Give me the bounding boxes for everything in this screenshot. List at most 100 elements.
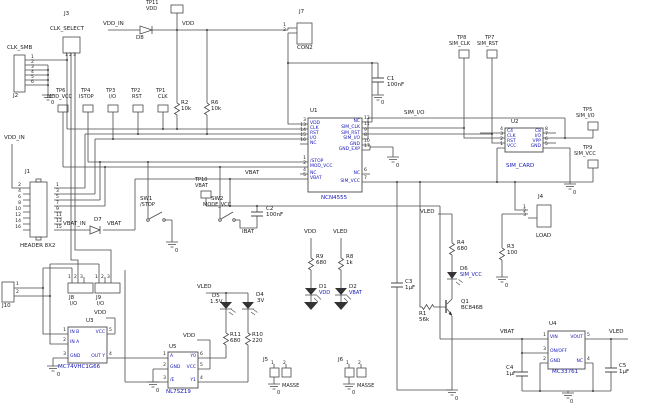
diode-symbol <box>89 25 154 235</box>
ground-label: 0 <box>455 396 459 402</box>
capacitor-symbol <box>251 77 617 377</box>
net-label: VBAT_IN <box>63 221 86 227</box>
ref-designator: U2 <box>511 119 519 125</box>
component-value: 1k <box>346 260 353 266</box>
component-value: 100nF <box>387 82 405 88</box>
ref-designator: J9 <box>96 295 102 301</box>
component-value: 56k <box>419 317 430 323</box>
pin-number: 11 <box>56 213 62 218</box>
pin-number: 17 <box>364 144 370 149</box>
pin-number: 1 <box>523 205 526 210</box>
pin-number: 2 <box>283 28 286 33</box>
testpoint-label: TP9 <box>583 145 593 151</box>
pin-number: 8 <box>18 201 21 206</box>
testpoint-label: MASSE <box>282 383 300 389</box>
component-value: 100nF <box>266 212 284 218</box>
testpoint-label: SIM_CLK <box>449 41 471 47</box>
pin-name: NC <box>353 119 360 124</box>
ref-designator: J2 <box>13 93 19 99</box>
ref-designator: J1 <box>25 169 31 175</box>
net-label: CLK_SMB <box>7 45 33 51</box>
part-number: NL7SZ19 <box>166 389 191 395</box>
pin-name: Y1 <box>190 378 196 383</box>
ref-designator: J7 <box>299 9 305 15</box>
pin-number: 4 <box>200 376 203 381</box>
pin-name: A <box>170 354 174 359</box>
pin-number: 2 <box>283 361 286 366</box>
net-label: VBAT <box>500 329 515 335</box>
ground-label: 0 <box>352 390 356 396</box>
pin-number: 1 <box>271 361 274 366</box>
pin-number: 7 <box>545 132 548 137</box>
pin-number: 6 <box>545 137 548 142</box>
net-label: VLED <box>420 209 435 215</box>
component-value: 1µF <box>619 369 630 375</box>
pin-number: 1 <box>283 23 286 28</box>
testpoint-label: ISTOP <box>79 94 94 100</box>
pin-number: 9 <box>364 128 367 133</box>
pin-name: SIM_VCC <box>460 272 482 278</box>
ref-designator: R1 <box>419 311 427 317</box>
pin-name: GND <box>170 365 181 370</box>
pin-number: 1 <box>163 352 166 357</box>
ref-designator: U1 <box>310 108 318 114</box>
component-value: 3V <box>257 298 265 304</box>
net-label: VDD <box>94 310 107 316</box>
part-number: SIM_CARD <box>506 163 535 169</box>
pin-number: 4 <box>31 70 34 75</box>
pin-name: CLK <box>507 134 516 139</box>
ground-label: 0 <box>175 248 179 254</box>
net-label: LOAD <box>536 233 552 239</box>
ref-designator: U3 <box>86 318 94 324</box>
ground-label: 0 <box>396 163 400 169</box>
pin-name: C4 <box>507 129 514 134</box>
component-value: HEADER 8X2 <box>20 243 56 249</box>
pin-number: 3 <box>56 189 59 194</box>
pin-name: VCC <box>186 365 196 370</box>
pin-name: C8 <box>534 129 541 134</box>
net-label: VDD <box>182 21 195 27</box>
net-label: VLED <box>197 284 212 290</box>
pin-name: RST <box>310 131 319 136</box>
pin-number: 1 <box>16 282 19 287</box>
pin-number: 3 <box>543 347 546 352</box>
pin-name: ON/OFF <box>550 349 568 354</box>
component-value: 1.5V <box>210 299 223 305</box>
pin-number: 10 <box>15 207 21 212</box>
pin-number: 15 <box>300 133 306 138</box>
pin-number: 16 <box>15 225 21 230</box>
ref-designator: R9 <box>316 254 324 260</box>
ground-label: 0 <box>156 388 160 394</box>
testpoint-label: RST <box>132 94 142 100</box>
pin-number: 3 <box>73 53 76 58</box>
testpoint-label: VDD <box>146 6 158 12</box>
component-value: 10k <box>211 106 222 112</box>
ref-designator: D4 <box>256 292 264 298</box>
pin-number: 14 <box>300 128 306 133</box>
junction-dot <box>42 29 612 392</box>
pin-number: 13 <box>56 219 62 224</box>
pin-number: 1 <box>56 183 59 188</box>
pin-name: VDD <box>319 290 331 296</box>
pin-name: VBAT <box>310 176 322 181</box>
ref-designator: C2 <box>266 206 274 212</box>
ref-designator: D1 <box>319 284 327 290</box>
pin-number: 3 <box>107 275 110 280</box>
ref-designator: C3 <box>405 279 413 285</box>
ref-designator: SW1 <box>140 196 153 202</box>
pin-number: 8 <box>545 127 548 132</box>
pin-number: 1 <box>65 53 68 58</box>
component-value: 220 <box>252 338 263 344</box>
pin-number: 6 <box>200 352 203 357</box>
pin-number: 15 <box>56 225 62 230</box>
pin-name: IN B <box>70 330 80 335</box>
pin-number: 5 <box>31 75 34 80</box>
pin-number: 3 <box>500 132 503 137</box>
ref-designator: C4 <box>506 365 514 371</box>
ground-label: 0 <box>573 190 577 196</box>
net-label: VDD <box>304 229 317 235</box>
pin-number: 8 <box>364 133 367 138</box>
pin-number: 12 <box>15 213 21 218</box>
pin-number: 1 <box>31 55 34 60</box>
pin-number: 3 <box>63 352 66 357</box>
